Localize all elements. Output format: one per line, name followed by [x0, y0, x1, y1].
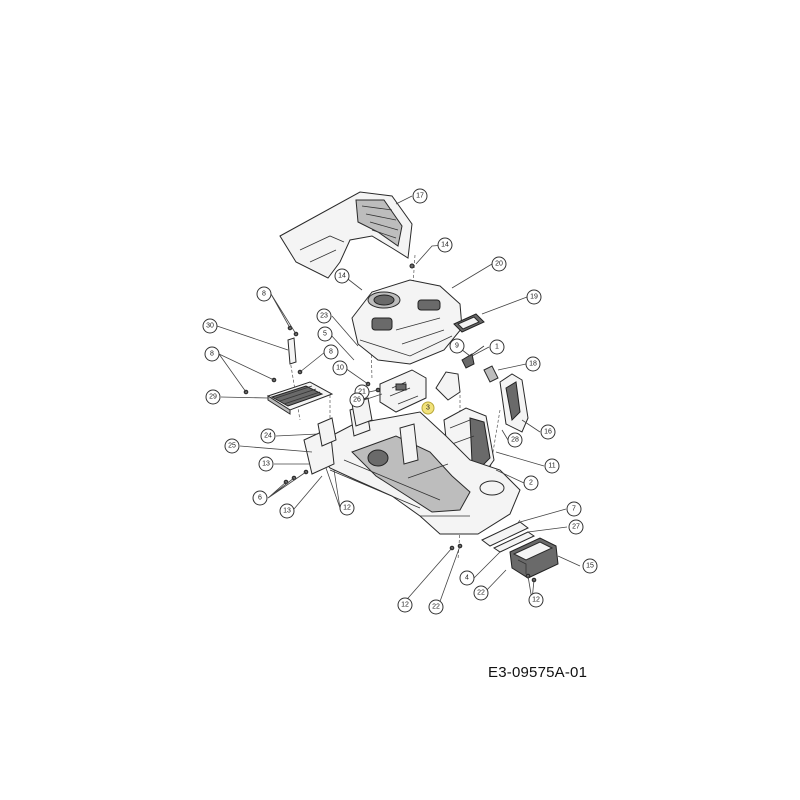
svg-text:3: 3 — [426, 405, 430, 412]
callout-18: 18 — [525, 356, 541, 372]
svg-text:13: 13 — [283, 508, 291, 515]
svg-text:9: 9 — [455, 343, 459, 350]
callout-8-mid: 8 — [323, 344, 339, 360]
callout-22-left: 22 — [428, 599, 444, 615]
callout-25: 25 — [224, 438, 240, 454]
svg-text:18: 18 — [529, 361, 537, 368]
part-30-bracket — [287, 337, 297, 365]
callout-9: 9 — [449, 338, 465, 354]
svg-text:17: 17 — [416, 193, 424, 200]
svg-text:11: 11 — [548, 463, 555, 470]
svg-text:5: 5 — [323, 331, 327, 338]
callout-27: 27 — [568, 519, 584, 535]
callout-6: 6 — [252, 490, 268, 506]
svg-text:22: 22 — [477, 590, 485, 597]
svg-text:6: 6 — [258, 495, 262, 502]
svg-text:12: 12 — [343, 505, 351, 512]
callout-12-mid: 12 — [339, 500, 355, 516]
svg-text:8: 8 — [262, 291, 266, 298]
svg-text:19: 19 — [530, 294, 538, 301]
svg-text:28: 28 — [511, 437, 519, 444]
callout-29: 29 — [205, 389, 221, 405]
callout-7: 7 — [566, 501, 582, 517]
callout-15: 15 — [582, 558, 598, 574]
svg-text:23: 23 — [320, 313, 328, 320]
svg-text:1: 1 — [495, 344, 499, 351]
callout-14-left: 14 — [334, 268, 350, 284]
svg-text:12: 12 — [401, 602, 409, 609]
callout-1: 1 — [489, 339, 505, 355]
svg-text:7: 7 — [572, 506, 576, 513]
svg-text:2: 2 — [529, 480, 533, 487]
drawing-code: E3-09575A-01 — [488, 664, 588, 681]
callout-26: 26 — [349, 392, 365, 408]
svg-text:8: 8 — [329, 349, 333, 356]
part-16-side-shield — [499, 373, 529, 433]
svg-text:21: 21 — [358, 389, 366, 396]
callout-8-left: 8 — [204, 346, 220, 362]
svg-text:30: 30 — [206, 323, 214, 330]
svg-text:8: 8 — [210, 351, 214, 358]
callout-13-top: 13 — [258, 456, 274, 472]
part-lever-assembly — [435, 345, 485, 401]
svg-text:27: 27 — [572, 524, 580, 531]
callout-14-top: 14 — [437, 237, 453, 253]
part-dash-plate — [379, 369, 427, 413]
callout-28: 28 — [507, 432, 523, 448]
callout-19: 19 — [526, 289, 542, 305]
svg-text:16: 16 — [544, 429, 552, 436]
svg-text:4: 4 — [465, 575, 469, 582]
svg-text:26: 26 — [353, 397, 361, 404]
callout-4: 4 — [459, 570, 475, 586]
callout-24: 24 — [260, 428, 276, 444]
callout-12-bottom-left: 12 — [397, 597, 413, 613]
callouts: 17 14 20 14 19 8 30 23 5 1 9 18 8 8 10 2… — [202, 188, 598, 615]
part-15-battery — [509, 537, 559, 579]
svg-text:22: 22 — [432, 604, 440, 611]
callout-17: 17 — [412, 188, 428, 204]
svg-text:10: 10 — [336, 365, 344, 372]
callout-13-bottom: 13 — [279, 503, 295, 519]
callout-16: 16 — [540, 424, 556, 440]
svg-text:20: 20 — [495, 261, 503, 268]
part-17-rear-fender — [279, 191, 413, 279]
svg-text:25: 25 — [228, 443, 236, 450]
svg-text:24: 24 — [264, 433, 272, 440]
svg-text:15: 15 — [586, 563, 594, 570]
svg-text:14: 14 — [338, 273, 346, 280]
callout-8-top: 8 — [256, 286, 272, 302]
callout-3-highlighted: 3 — [421, 401, 435, 415]
svg-text:14: 14 — [441, 242, 449, 249]
callout-5: 5 — [317, 326, 333, 342]
callout-23: 23 — [316, 308, 332, 324]
part-19-filter-cover — [453, 313, 485, 333]
part-18-spring — [483, 365, 499, 383]
svg-text:29: 29 — [209, 394, 217, 401]
callout-12-bottom-right: 12 — [528, 592, 544, 608]
callout-30: 30 — [202, 318, 218, 334]
callout-11: 11 — [544, 458, 560, 474]
part-7-27-plates — [481, 521, 536, 553]
svg-text:13: 13 — [262, 461, 270, 468]
callout-2: 2 — [523, 475, 539, 491]
callout-10: 10 — [332, 360, 348, 376]
svg-text:12: 12 — [532, 597, 540, 604]
part-29-battery-grille — [266, 381, 334, 415]
part-20-engine-shroud — [351, 279, 463, 365]
callout-22-right: 22 — [473, 585, 489, 601]
callout-20: 20 — [491, 256, 507, 272]
